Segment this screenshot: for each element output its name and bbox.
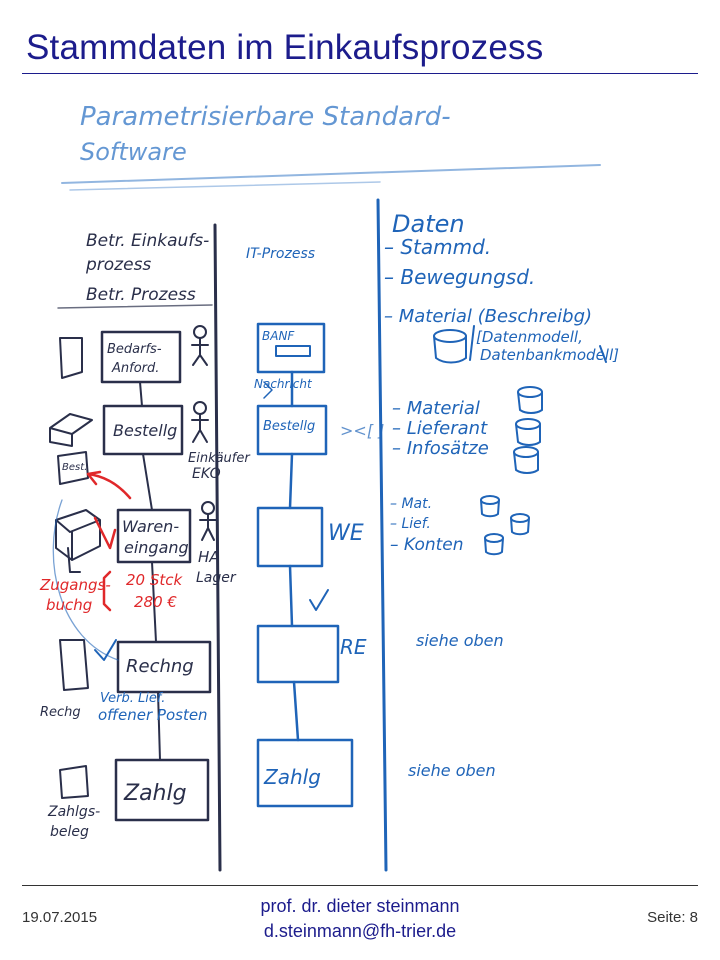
doc-label-zahlgs: Zahlgs- [47, 804, 100, 820]
box-zahlg [114, 758, 210, 822]
title-divider [22, 73, 698, 74]
db-icon-6 [484, 533, 504, 556]
doc-best [57, 451, 89, 485]
role-eko: EKO [192, 466, 221, 482]
doc-bedarf [59, 337, 83, 379]
it-step-re: RE [340, 635, 367, 659]
db-icon-5 [510, 513, 530, 536]
footer-date: 19.07.2015 [22, 909, 98, 926]
material-note: – Material (Beschreibg) [384, 306, 592, 327]
left-header-3: Betr. Prozess [86, 285, 196, 305]
footer-divider [22, 885, 698, 886]
step-bestellg: Bestellg [113, 421, 177, 440]
doc-zahlg [59, 765, 89, 799]
datamodel-1: [Datenmodell, [476, 328, 583, 346]
role-ha: HA [198, 548, 220, 566]
order-data-lieferant: – Lieferant [392, 418, 488, 439]
doc-label-best: Best. [62, 462, 87, 473]
red-280: 280 € [134, 593, 177, 611]
footer-author: prof. dr. dieter steinmann [260, 896, 460, 916]
footer-page-number: Seite: 8 [647, 909, 698, 926]
receipt-data-konten: – Konten [390, 535, 464, 555]
order-bracket: ><[ ] [340, 421, 384, 440]
step-zahlg: Zahlg [123, 781, 187, 806]
heading-line1: Parametrisierbare Standard- [80, 102, 451, 132]
step-eingang: eingang [124, 538, 189, 557]
invoice-note: siehe oben [416, 631, 504, 650]
it-box-re [256, 624, 340, 684]
box-wareneingang [116, 508, 192, 564]
heading-divider [61, 164, 601, 184]
step-bedarfs: Bedarfs- [107, 342, 162, 357]
doc-label-rechg: Rechg [40, 705, 81, 720]
doc-rechg [59, 639, 89, 691]
doc-warehouse [55, 509, 101, 561]
it-step-zahlg: Zahlg [263, 765, 321, 789]
heading-line2: Software [80, 138, 187, 166]
data-stammd: – Stammd. [384, 235, 491, 259]
payment-note: siehe oben [408, 761, 496, 780]
it-step-we: WE [328, 521, 364, 546]
slide-title: Stammdaten im Einkaufsprozess [26, 28, 544, 67]
footer-email: d.steinmann@fh-trier.de [263, 921, 457, 941]
it-box-we [256, 506, 324, 568]
db-icon-4 [480, 495, 500, 518]
db-icon-2 [515, 418, 541, 446]
role-lager: Lager [196, 570, 237, 586]
receipt-data-lief: – Lief. [390, 516, 431, 532]
it-annotation: Nachricht [254, 377, 313, 391]
order-data-material: – Material [392, 398, 480, 419]
left-header-2: prozess [85, 255, 151, 275]
left-header-1: Betr. Einkaufs- [86, 231, 209, 251]
it-step-banf: BANF [262, 329, 295, 343]
it-box-zahlg [256, 738, 354, 808]
data-bewegungsd: – Bewegungsd. [384, 265, 535, 289]
step-rechng: Rechng [126, 656, 194, 677]
db-icon-1 [517, 386, 543, 414]
role-einkaeufer: Einkäufer [188, 451, 251, 466]
banf-field [275, 345, 311, 357]
open-items-1: Verb. Lief. [100, 691, 165, 706]
red-zugangs: Zugangs- [39, 576, 111, 594]
step-anford: Anford. [111, 361, 159, 376]
it-step-bestellg: Bestellg [263, 419, 315, 434]
it-header: IT-Prozess [246, 246, 315, 262]
order-data-infosaetze: – Infosätze [392, 438, 489, 459]
receipt-data-mat: – Mat. [390, 496, 432, 512]
red-20stck: 20 Stck [126, 571, 184, 589]
doc-best-stack [49, 413, 93, 447]
step-waren: Waren- [122, 517, 179, 536]
data-header: Daten [392, 210, 465, 238]
red-buchg: buchg [46, 596, 92, 614]
db-icon-material [433, 329, 467, 364]
column-divider-1 [213, 223, 222, 872]
box-rechng [116, 640, 212, 694]
column-divider-2 [376, 198, 388, 872]
datamodel-2: Datenbankmodell] [480, 346, 619, 364]
red-arrow [86, 470, 132, 500]
open-items-2: offener Posten [98, 706, 208, 724]
doc-label-beleg: beleg [50, 824, 89, 840]
footer-author-block: prof. dr. dieter steinmann d.steinmann@f… [200, 894, 520, 944]
db-icon-3 [513, 446, 539, 474]
